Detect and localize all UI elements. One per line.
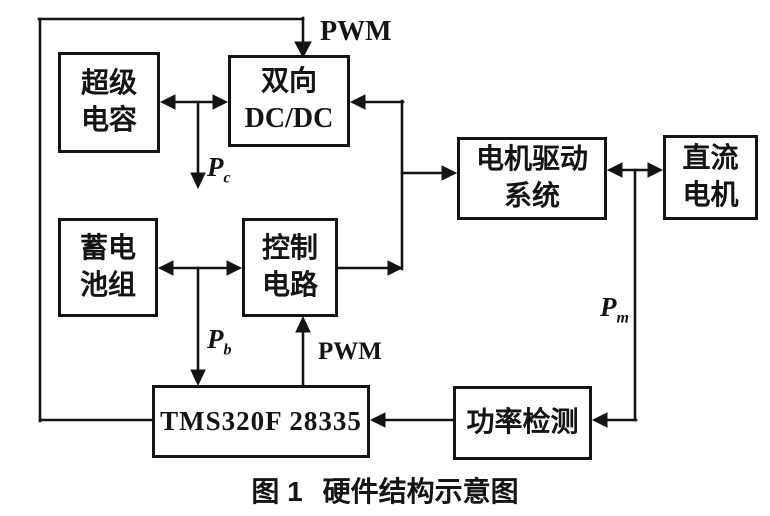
block-control-circuit-label-line1: 控制 [261, 232, 318, 264]
label-pm: Pm [600, 292, 629, 327]
block-supercapacitor: 超级 电容 [58, 52, 160, 153]
block-battery-pack-label-line1: 蓄电 [79, 232, 136, 264]
figure-caption: 图 1 硬件结构示意图 [120, 470, 650, 510]
block-battery-pack-label-line2: 池组 [79, 269, 136, 301]
label-pwm-top: PWM [320, 16, 392, 47]
block-motor-drive-system-label-line1: 电机驱动 [475, 143, 588, 175]
block-motor-drive-system-label-line2: 系统 [503, 180, 560, 212]
connector-powerdetect-dsp [369, 412, 455, 428]
label-pb-subscript: b [223, 341, 232, 359]
label-pc: Pc [207, 152, 231, 187]
block-control-circuit: 控制 电路 [242, 218, 338, 317]
block-bidirectional-dcdc-label-line2: DC/DC [244, 103, 334, 134]
block-bidirectional-dcdc: 双向 DC/DC [228, 55, 350, 147]
connector-dsp-to-dcdc-pwm [37, 16, 312, 423]
block-dsp-label: TMS320F 28335 [160, 405, 362, 436]
block-control-circuit-label-line2: 电路 [261, 269, 318, 301]
label-pb-base: P [207, 324, 224, 354]
figure-caption-number: 图 1 [251, 476, 303, 507]
connector-supercap-dcdc [159, 94, 229, 110]
label-pm-base: P [600, 292, 617, 322]
connector-pc-branch [190, 100, 206, 190]
block-supercapacitor-label-line2: 电容 [80, 104, 137, 136]
label-pm-subscript: m [616, 309, 629, 327]
connector-pb-branch [190, 266, 206, 387]
block-dc-motor-label-line2: 电机 [682, 179, 739, 211]
block-supercapacitor-label-line1: 超级 [80, 67, 137, 99]
figure-caption-title: 硬件结构示意图 [322, 476, 519, 507]
label-pc-base: P [207, 152, 224, 182]
block-motor-drive-system: 电机驱动 系统 [457, 137, 607, 220]
connector-control-bus [336, 94, 458, 276]
block-bidirectional-dcdc-label-line1: 双向 [260, 66, 317, 98]
connector-battery-control [157, 260, 243, 276]
block-dsp-tms320f28335: TMS320F 28335 [152, 385, 370, 458]
label-pwm-middle: PWM [318, 338, 382, 365]
block-power-detection-label: 功率检测 [466, 406, 579, 438]
block-dc-motor: 直流 电机 [663, 135, 758, 220]
block-battery-pack: 蓄电 池组 [58, 218, 158, 317]
block-dc-motor-label-line1: 直流 [682, 142, 739, 174]
connector-pm-branch [591, 168, 638, 428]
label-pb: Pb [207, 324, 232, 359]
label-pc-subscript: c [223, 169, 231, 187]
connector-dsp-control-pwm [295, 315, 311, 387]
block-power-detection: 功率检测 [453, 386, 592, 460]
